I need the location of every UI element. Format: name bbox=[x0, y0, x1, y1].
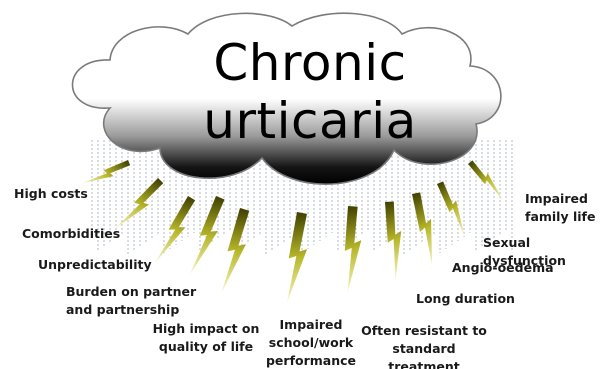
lightning-bolt-icon bbox=[336, 205, 370, 293]
label-unpredictability: Unpredictability bbox=[38, 256, 152, 274]
diagram-title-line-2: urticaria bbox=[150, 96, 470, 146]
label-long-duration: Long duration bbox=[416, 290, 515, 308]
label-comorbidities: Comorbidities bbox=[22, 225, 120, 243]
label-impaired-family-life: Impaired family life bbox=[525, 190, 595, 226]
label-high-costs: High costs bbox=[14, 185, 88, 203]
lightning-bolt-icon bbox=[82, 154, 131, 194]
lightning-bolt-icon bbox=[155, 193, 196, 269]
label-school-work-performance: Impaired school/work performance bbox=[262, 316, 360, 369]
lightning-bolt-icon bbox=[402, 191, 449, 266]
label-resistant-to-treatment: Often resistant to standard treatment bbox=[360, 322, 488, 369]
lightning-bolt-icon bbox=[221, 207, 249, 294]
diagram-title-line-1: Chronic bbox=[150, 38, 470, 88]
label-sexual-dysfunction: Sexual dysfunction bbox=[483, 234, 615, 270]
lightning-bolt-icon bbox=[190, 194, 225, 278]
lightning-bolt-icon bbox=[374, 200, 415, 280]
label-burden-on-partner: Burden on partner and partnership bbox=[66, 283, 196, 319]
lightning-bolt-icon bbox=[284, 212, 310, 303]
label-quality-of-life: High impact on quality of life bbox=[150, 320, 262, 356]
lightning-bolt-icon bbox=[463, 160, 511, 202]
